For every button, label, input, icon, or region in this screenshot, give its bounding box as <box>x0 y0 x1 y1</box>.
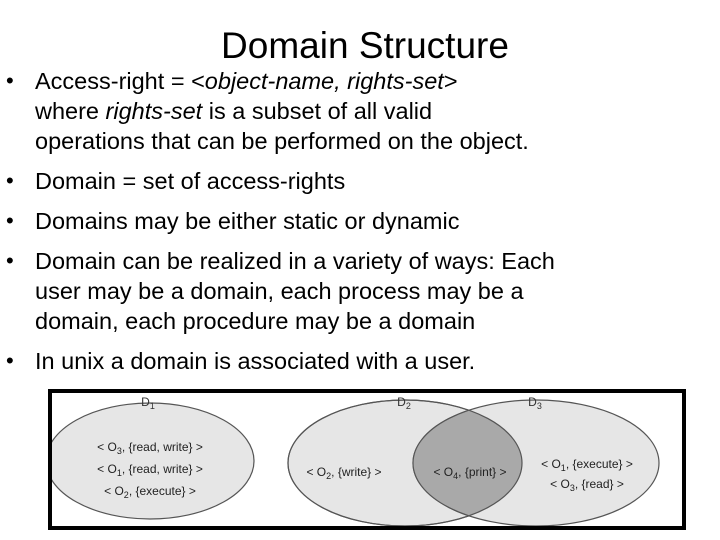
bullet-text: Access-right = < <box>35 68 205 94</box>
access-right-entry: < O2, {execute} > <box>104 484 196 500</box>
domain-diagram-svg: D1 D2 D3 < O3, {read, write} > < O1, {read, … <box>52 395 660 526</box>
bullet-text: object-name, rights-set <box>204 68 444 94</box>
bullet-line: Domain can be realized in a variety of w… <box>35 246 712 276</box>
bullet-line: operations that can be performed on the … <box>35 126 712 156</box>
bullet-text: where <box>35 98 106 124</box>
bullet-list: Access-right = <object-name, rights-set>… <box>0 66 720 386</box>
bullet-text: Domain can be realized in a variety of w… <box>35 248 555 274</box>
access-right-entry: < O3, {read} > <box>550 477 624 493</box>
access-right-entry: < O1, {read, write} > <box>97 462 203 478</box>
bullet-item: Access-right = <object-name, rights-set>… <box>0 66 720 156</box>
domain-label: D3 <box>528 395 542 411</box>
bullet-text: domain, each procedure may be a domain <box>35 308 476 334</box>
bullet-line: where rights-set is a subset of all vali… <box>35 96 712 126</box>
domain-d2-outline <box>287 399 523 526</box>
access-right-entry: < O1, {execute} > <box>541 457 633 473</box>
bullet-text: > <box>443 68 458 94</box>
bullet-line: Domain = set of access-rights <box>35 166 712 196</box>
access-right-entry: < O3, {read, write} > <box>97 440 203 456</box>
domain-intersection <box>412 400 522 526</box>
bullet-text: In unix a domain is associated with a us… <box>35 348 476 374</box>
bullet-item: In unix a domain is associated with a us… <box>0 346 720 376</box>
bullet-line: In unix a domain is associated with a us… <box>35 346 712 376</box>
bullet-line: Domains may be either static or dynamic <box>35 206 712 236</box>
bullet-item: Domain = set of access-rights <box>0 166 720 196</box>
bullet-line: domain, each procedure may be a domain <box>35 306 712 336</box>
bullet-text: Domain = set of access-rights <box>35 168 346 194</box>
bullet-text: is a subset of all valid <box>202 98 433 124</box>
domain-d1-ellipse <box>52 402 255 520</box>
bullet-item: Domains may be either static or dynamic <box>0 206 720 236</box>
bullet-line: user may be a domain, each process may b… <box>35 276 712 306</box>
access-right-entry: < O4, {print} > <box>433 465 506 481</box>
access-right-entry: < O2, {write} > <box>306 465 381 481</box>
bullet-text: operations that can be performed on the … <box>35 128 529 154</box>
bullet-text: rights-set <box>105 98 203 124</box>
slide-title: Domain Structure <box>221 25 509 66</box>
domain-label: D2 <box>397 395 411 411</box>
bullet-text: user may be a domain, each process may b… <box>35 278 524 304</box>
bullet-line: Access-right = <object-name, rights-set> <box>35 66 712 96</box>
domain-diagram: D1 D2 D3 < O3, {read, write} > < O1, {read, … <box>48 389 686 530</box>
bullet-text: Domains may be either static or dynamic <box>35 208 460 234</box>
bullet-item: Domain can be realized in a variety of w… <box>0 246 720 336</box>
domain-label: D1 <box>141 395 155 411</box>
